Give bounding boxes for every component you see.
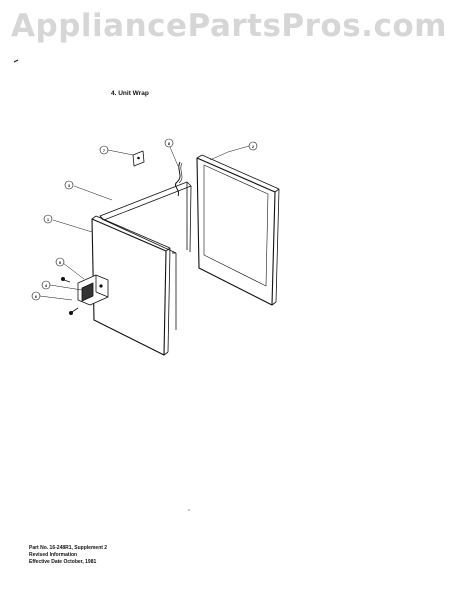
wrapper-part-3 xyxy=(99,181,192,330)
footer-info: Part No. 16-248R1, Supplement 2 Revised … xyxy=(29,545,107,566)
screw-part-4 xyxy=(61,276,71,283)
callout-8: 8 xyxy=(168,141,171,146)
watermark: AppliancePartsPros.com xyxy=(11,8,447,44)
leader-lines xyxy=(39,145,250,301)
callout-circles xyxy=(31,138,258,301)
callout-3: 3 xyxy=(68,183,71,188)
bracket-part-5 xyxy=(77,274,109,306)
stray-dot xyxy=(188,509,190,511)
callout-2: 2 xyxy=(252,144,255,149)
callout-7: 7 xyxy=(103,148,106,153)
revised-info: Revised Information xyxy=(29,552,78,558)
wire-part-8 xyxy=(174,161,183,197)
back-panel-part-2 xyxy=(196,154,280,306)
stray-mark xyxy=(13,59,19,63)
callout-6: 6 xyxy=(35,294,38,299)
screw-part-6 xyxy=(69,307,79,315)
front-panel-part-1 xyxy=(91,215,171,356)
part-number: Part No. 16-248R1, Supplement 2 xyxy=(29,545,108,551)
callout-4: 4 xyxy=(45,283,48,288)
callout-5: 5 xyxy=(59,260,62,265)
effective-date: Effective Date October, 1981 xyxy=(29,559,97,565)
callout-1: 1 xyxy=(47,217,50,222)
section-title: 4. Unit Wrap xyxy=(111,90,149,97)
plate-part-7 xyxy=(132,150,145,167)
